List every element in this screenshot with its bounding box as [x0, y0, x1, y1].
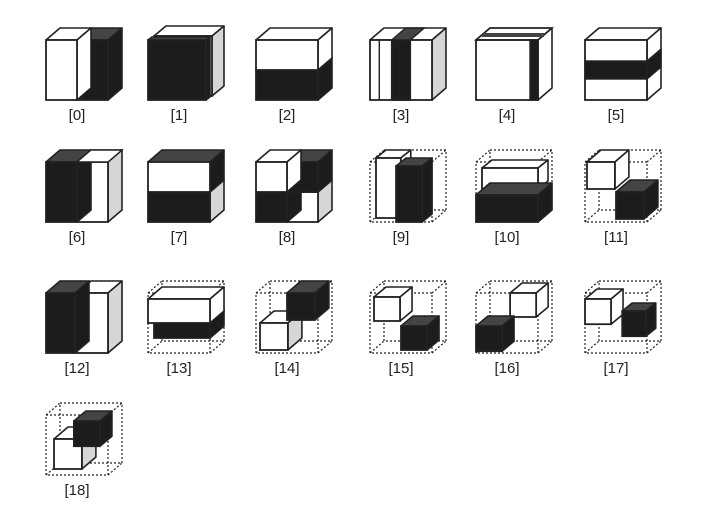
cube-item: [10]	[476, 150, 552, 246]
front-black-slab	[148, 37, 210, 100]
small-black-cube	[622, 303, 656, 336]
cube-label: [13]	[166, 360, 191, 377]
small-white-cube	[587, 150, 629, 189]
small-white-cube	[510, 283, 548, 317]
cube-item: [2]	[256, 28, 332, 124]
small-black-cube	[476, 316, 514, 351]
cube-label: [10]	[494, 229, 519, 246]
cube-item: [16]	[476, 281, 552, 377]
cube-item: [7]	[148, 150, 224, 246]
cube-label: [3]	[393, 107, 410, 124]
black-column	[396, 158, 432, 222]
cube-item: [5]	[585, 28, 661, 124]
cube-label: [0]	[69, 107, 86, 124]
cube-item: [13]	[148, 281, 224, 377]
small-black-cube	[616, 180, 658, 219]
cube-item: [8]	[256, 150, 332, 246]
left-white-half	[46, 28, 91, 100]
cube-label: [17]	[603, 360, 628, 377]
cube-label: [7]	[171, 229, 188, 246]
top-white-half	[256, 28, 332, 70]
cube-label: [14]	[274, 360, 299, 377]
black-slab	[476, 183, 552, 222]
cube-item: [9]	[370, 150, 446, 246]
small-white-cube	[374, 287, 412, 321]
cube-label: [12]	[64, 360, 89, 377]
cell-tl	[256, 150, 301, 192]
cube-label: [8]	[279, 229, 296, 246]
cube-label: [18]	[64, 482, 89, 499]
cube-label: [9]	[393, 229, 410, 246]
cube-item: [4]	[476, 28, 552, 124]
cube-label: [16]	[494, 360, 519, 377]
cube-item: [12]	[46, 281, 122, 377]
cube-item: [11]	[585, 150, 661, 246]
cube-item: [1]	[148, 26, 224, 124]
small-black-cube	[287, 281, 329, 320]
cube-item: [0]	[46, 28, 122, 124]
cube-label: [2]	[279, 107, 296, 124]
cube-item: [18]	[46, 403, 122, 499]
small-black-cube	[401, 316, 439, 350]
cube-item: [14]	[256, 281, 332, 377]
cube-label: [4]	[499, 107, 516, 124]
small-white-cube	[585, 289, 623, 324]
cube-item: [15]	[370, 281, 446, 377]
cube-item: [3]	[370, 28, 446, 124]
cube-label: [11]	[604, 229, 628, 246]
black-column	[46, 281, 89, 353]
cube-label: [15]	[388, 360, 413, 377]
white-top-slab	[148, 287, 224, 323]
cube-label: [1]	[171, 107, 188, 124]
cube-item: [6]	[46, 150, 122, 246]
top-half	[148, 150, 224, 192]
cube-item: [17]	[585, 281, 661, 377]
cube-label: [5]	[608, 107, 625, 124]
cube-label: [6]	[69, 229, 86, 246]
small-black-cube	[74, 411, 112, 446]
